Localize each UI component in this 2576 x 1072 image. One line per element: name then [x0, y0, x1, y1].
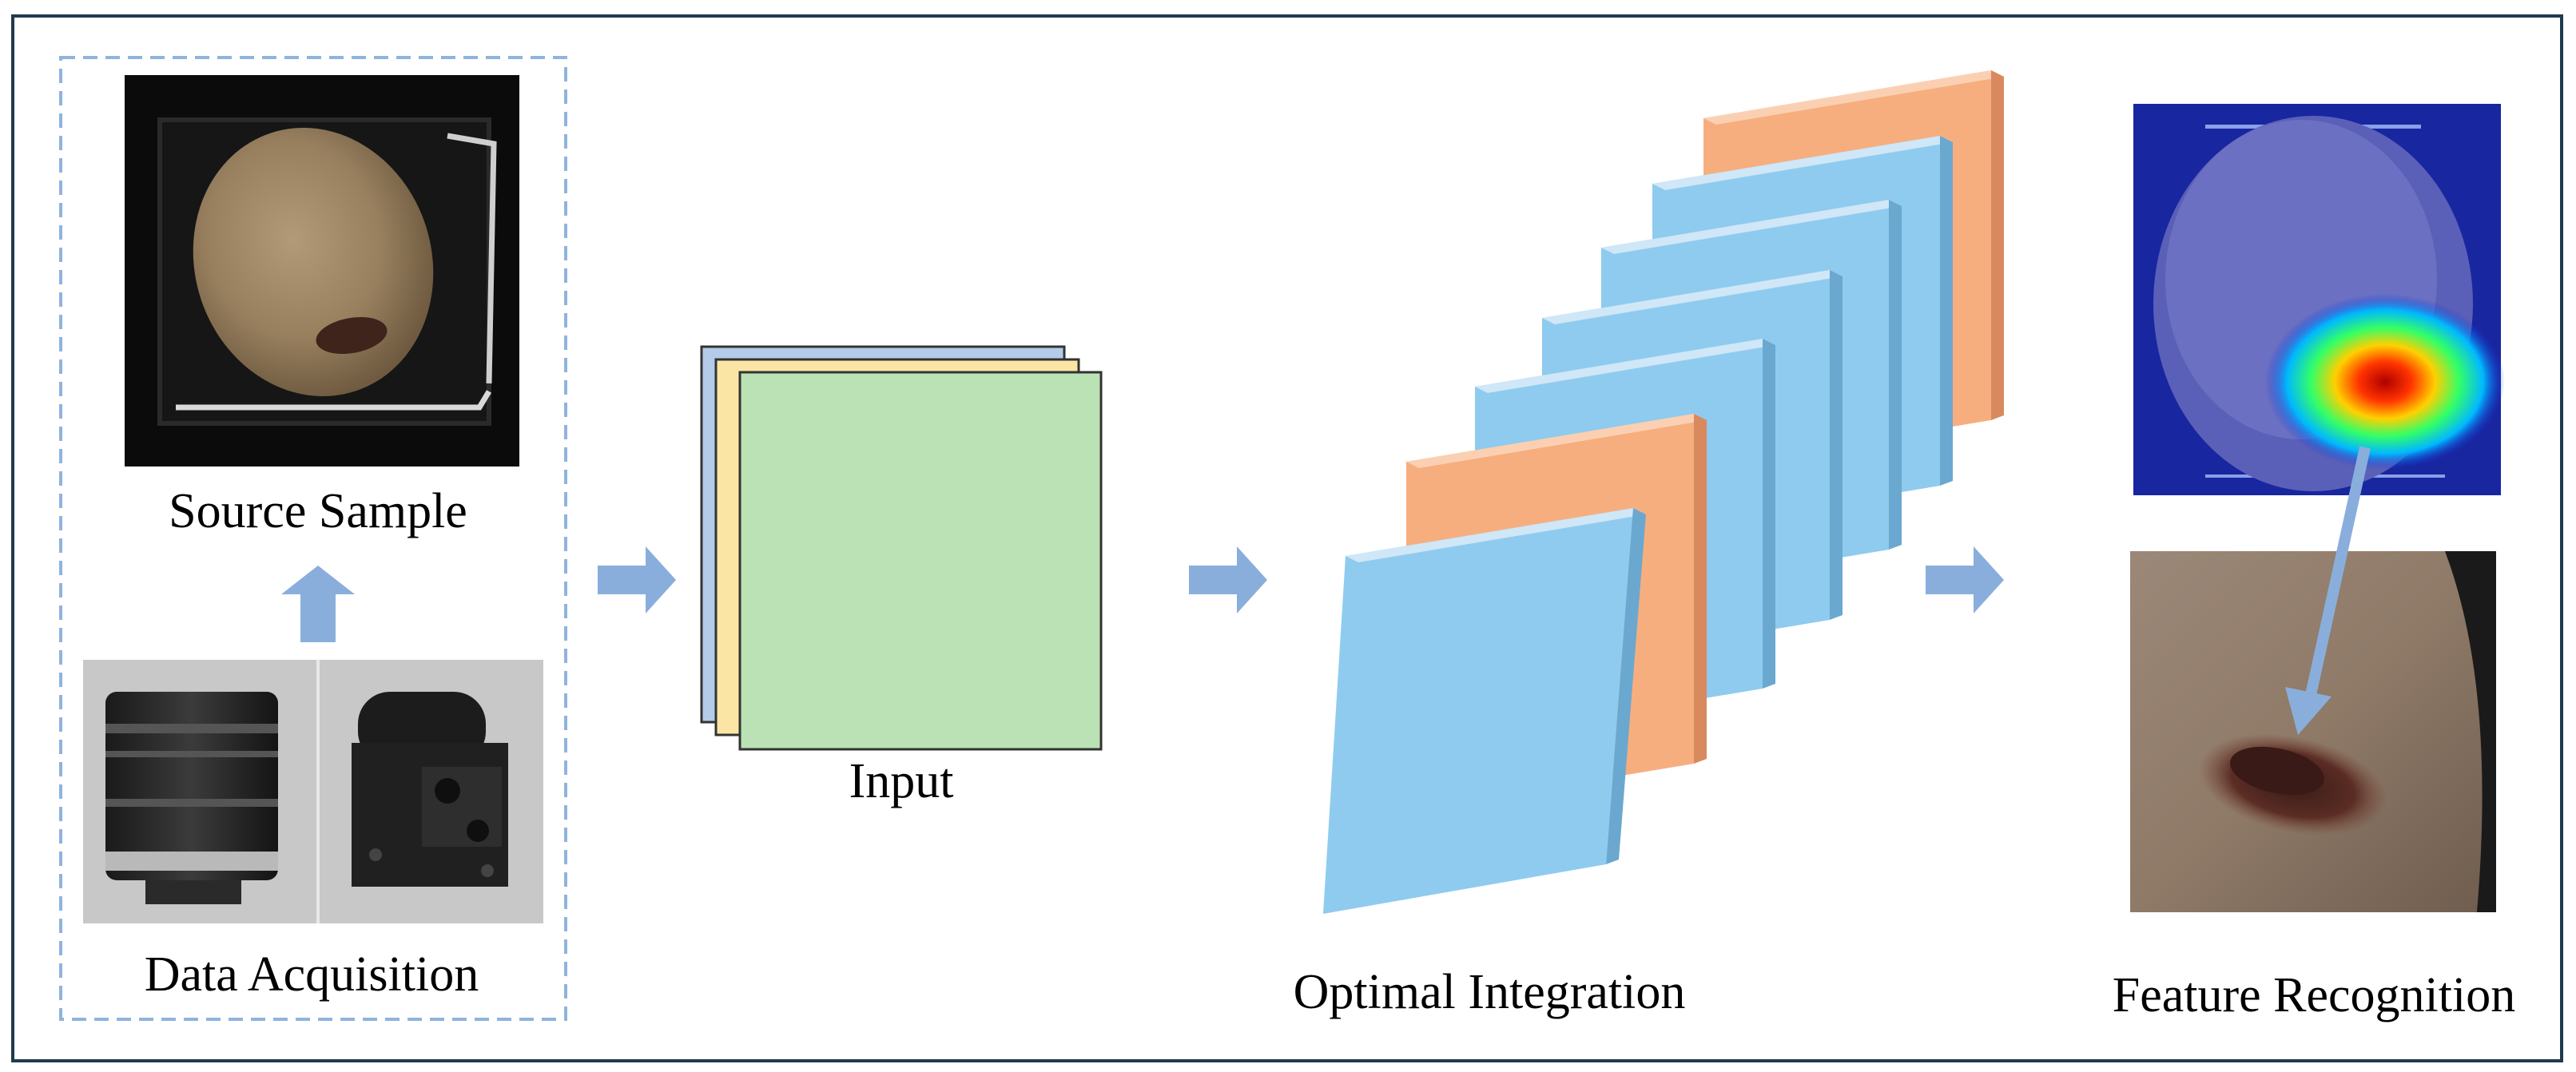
source-sample-photo: [125, 75, 519, 467]
heatmap-image: [2133, 104, 2505, 495]
feature-map-layer: [1323, 508, 1646, 914]
detail-image: [2130, 551, 2496, 912]
data-acquisition-label: Data Acquisition: [145, 947, 479, 1002]
input-channel-green: [738, 371, 1103, 751]
feature-map-layers: [1323, 70, 2004, 914]
acquisition-group-border: [59, 56, 567, 1021]
arrow-right-icon: [1926, 546, 2004, 613]
optimal-integration-label: Optimal Integration: [1294, 965, 1686, 1019]
input-label: Input: [849, 754, 954, 808]
pointer-arrow-icon: [2285, 446, 2371, 735]
arrow-right-icon: [1189, 546, 1267, 613]
up-arrow-icon: [281, 566, 355, 642]
arrow-right-icon: [598, 546, 676, 613]
data-acquisition-photo: [83, 660, 543, 923]
input-stack: [700, 345, 1103, 751]
feature-recognition-label: Feature Recognition: [2113, 968, 2515, 1022]
source-sample-label: Source Sample: [169, 484, 467, 538]
